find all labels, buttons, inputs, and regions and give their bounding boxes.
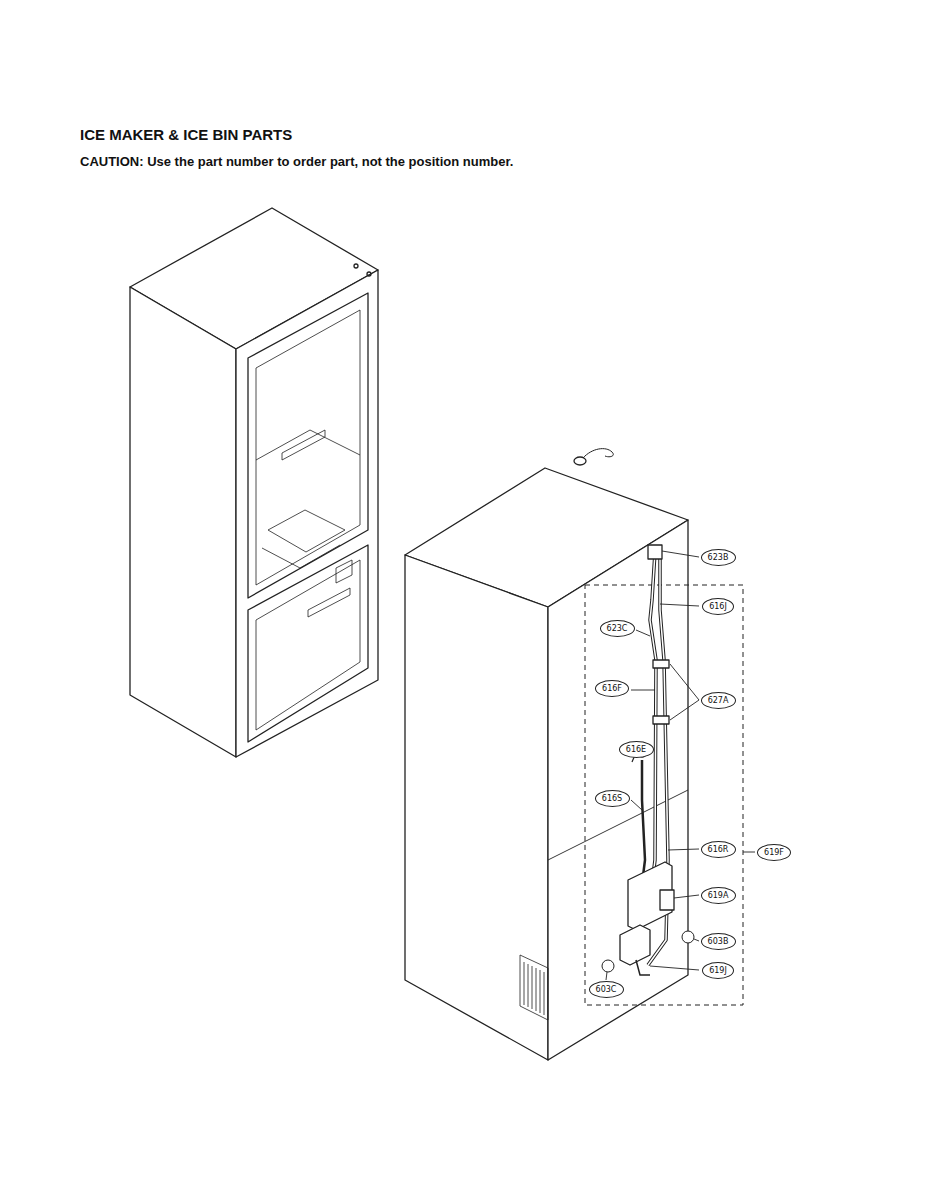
page-title: ICE MAKER & ICE BIN PARTS <box>80 126 292 143</box>
callout-number: 616R <box>701 841 736 858</box>
callout-number: 623C <box>600 620 635 637</box>
caution-note: CAUTION: Use the part number to order pa… <box>80 154 513 169</box>
callout-text: 616R <box>708 845 729 854</box>
callout-text: 616S <box>602 794 622 803</box>
callout-text: 619J <box>709 966 727 975</box>
callout-number: 603B <box>701 933 736 950</box>
callout-number: 603C <box>589 981 624 998</box>
callout-text: 623B <box>708 553 729 562</box>
callout-text: 616F <box>602 684 622 693</box>
callout-number: 627A <box>701 692 736 709</box>
callout-text: 603C <box>596 985 617 994</box>
callout-number: 619F <box>757 844 791 861</box>
callout-text: 619F <box>764 848 784 857</box>
callout-text: 616J <box>709 602 727 611</box>
callout-number: 616E <box>619 741 654 758</box>
callout-text: 627A <box>708 696 729 705</box>
callout-number: 623B <box>701 549 736 566</box>
callout-text: 619A <box>708 891 729 900</box>
callout-number: 616F <box>595 680 629 697</box>
callout-number: 619A <box>701 887 736 904</box>
callout-number: 616S <box>595 790 630 807</box>
callout-number: 616J <box>702 598 734 615</box>
callout-text: 603B <box>708 937 729 946</box>
callout-text: 616E <box>626 745 646 754</box>
callout-number: 619J <box>702 962 734 979</box>
callout-text: 623C <box>607 624 628 633</box>
